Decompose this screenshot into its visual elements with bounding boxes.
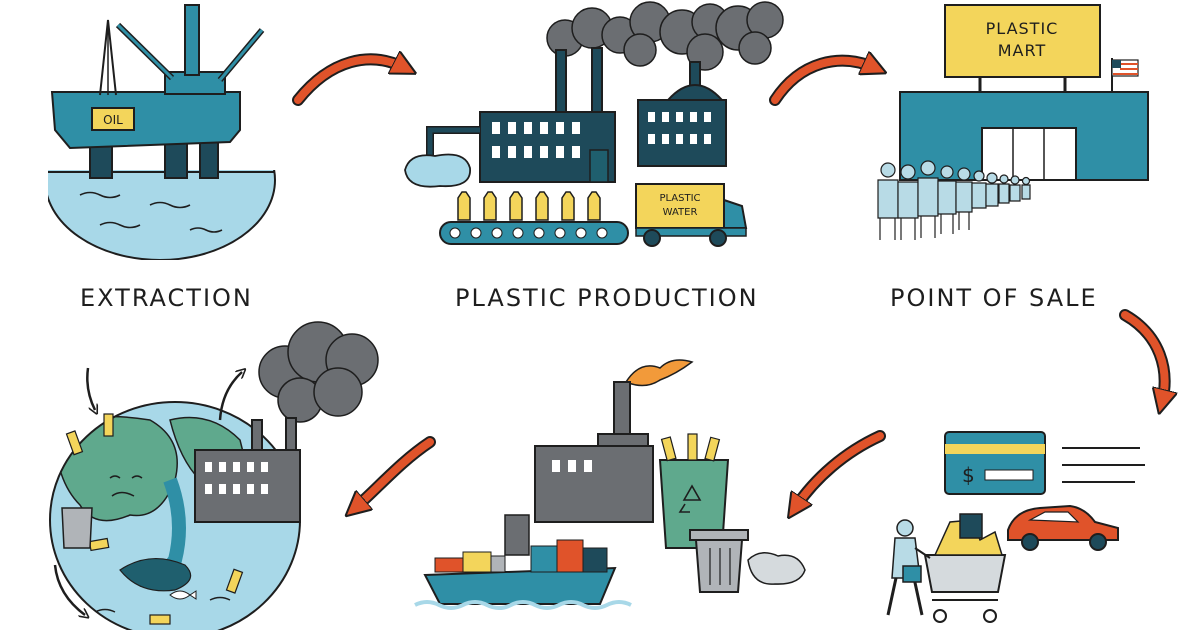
extraction-label: EXTRACTION xyxy=(80,284,253,312)
truck-text-line1: PLASTIC xyxy=(659,193,700,204)
purchase-illustration: $ xyxy=(886,431,1145,623)
point-of-sale-label: POINT OF SALE xyxy=(890,284,1098,312)
plastic-production-label: PLASTIC PRODUCTION xyxy=(455,284,759,312)
card-currency-symbol: $ xyxy=(962,463,975,487)
oil-rig-illustration: OIL xyxy=(48,4,276,260)
waste-recycling-illustration xyxy=(414,359,806,610)
truck-text-line2: WATER xyxy=(663,207,698,218)
store-sign-line2: MART xyxy=(998,41,1046,60)
polluted-earth-illustration xyxy=(49,321,379,630)
plastic-mart-store-illustration: PLASTIC MART xyxy=(877,4,1149,240)
store-sign-line1: PLASTIC xyxy=(986,19,1059,38)
oil-sign-text: OIL xyxy=(103,113,123,127)
plastic-factory-illustration: PLASTIC WATER xyxy=(404,1,784,247)
